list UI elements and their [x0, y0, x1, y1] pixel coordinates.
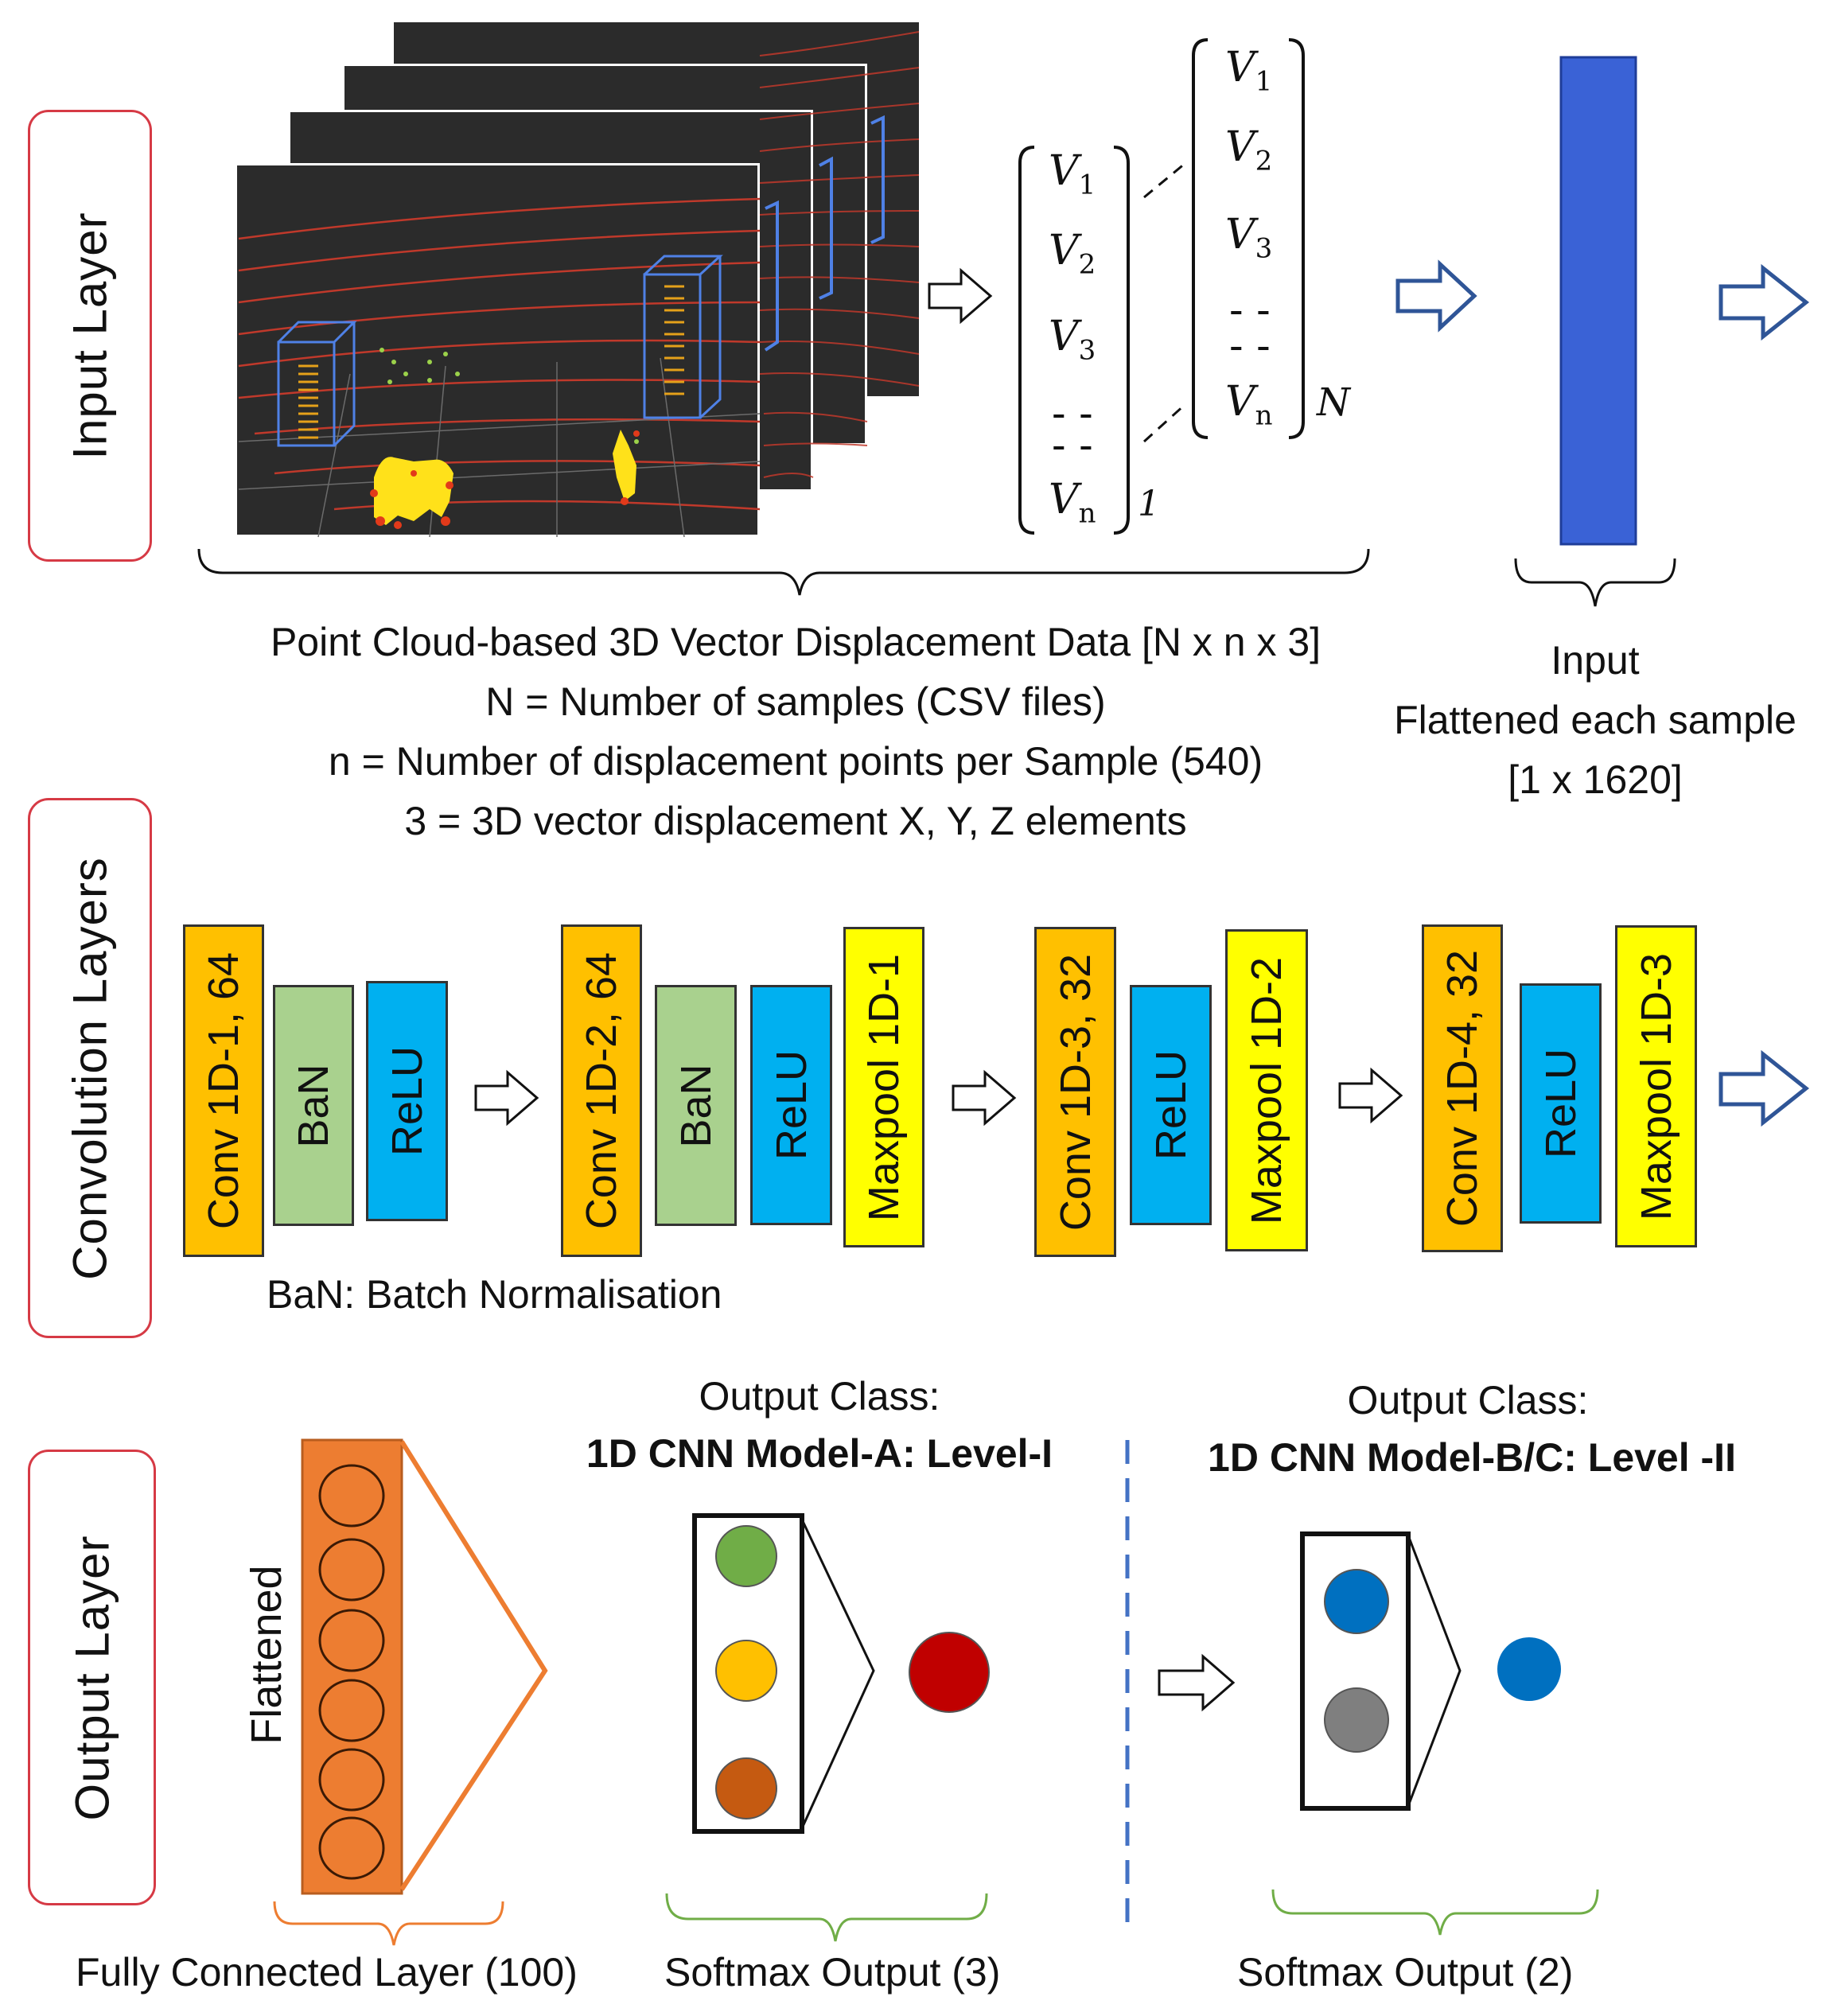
- vector-n-v1: V1: [1225, 44, 1273, 98]
- blue-arrow-icon: [1718, 263, 1810, 341]
- flatten-caption-line-1: Input: [1551, 638, 1640, 683]
- batchnorm-note: BaN: Batch Normalisation: [267, 1272, 722, 1317]
- vector-1-vn: Vn: [1049, 476, 1096, 530]
- blue-output-dot: [1497, 1637, 1561, 1701]
- relu-2-block: ReLU: [750, 985, 832, 1225]
- flattened-input-bar: [1559, 56, 1637, 546]
- point-cloud-frame-1: [235, 163, 760, 537]
- vector-n-vn: Vn: [1225, 378, 1273, 432]
- flatten-caption: Input Flattened each sample [1 x 1620]: [1353, 631, 1838, 810]
- fully-connected-caption: Fully Connected Layer (100): [76, 1950, 578, 1995]
- vector-n-dots-2: - -: [1229, 322, 1271, 370]
- batchnorm-1-block: BaN: [273, 985, 354, 1226]
- hollow-arrow-icon: [928, 267, 993, 325]
- red-output-dot: [909, 1632, 990, 1713]
- model-b-title: Output Class:: [1347, 1378, 1589, 1422]
- maxpool1d-1-block: Maxpool 1D-1: [843, 927, 924, 1247]
- input-caption-line-4: 3 = 3D vector displacement X, Y, Z eleme…: [404, 799, 1187, 843]
- fully-connected-block: [301, 1438, 403, 1895]
- blue-class-dot: [1324, 1569, 1389, 1634]
- softmax-2-caption: Softmax Output (2): [1237, 1950, 1574, 1995]
- input-caption: Point Cloud-based 3D Vector Displacement…: [203, 613, 1388, 851]
- vector-n-dots: - -: [1229, 286, 1271, 334]
- blue-arrow-icon: [1718, 1049, 1810, 1127]
- gray-class-dot: [1324, 1687, 1389, 1753]
- model-b-name: 1D CNN Model-B/C: Level -II: [1208, 1435, 1736, 1480]
- model-a-title: Output Class:: [699, 1374, 940, 1419]
- softmax-3-caption: Softmax Output (3): [664, 1950, 1001, 1995]
- model-a-name: 1D CNN Model-A: Level-I: [586, 1431, 1053, 1476]
- input-layer-label: Input Layer: [28, 110, 152, 562]
- vector-n-v3: V3: [1225, 211, 1273, 265]
- conv1d-4-block: Conv 1D-4, 32: [1422, 924, 1503, 1252]
- vector-1-v3: V3: [1049, 313, 1096, 367]
- vector-1-v2: V2: [1049, 227, 1096, 281]
- input-caption-line-3: n = Number of displacement points per Sa…: [328, 739, 1263, 784]
- conv1d-2-block: Conv 1D-2, 64: [561, 924, 642, 1257]
- flatten-caption-line-3: [1 x 1620]: [1508, 757, 1683, 802]
- hollow-arrow-icon: [1338, 1067, 1403, 1124]
- conv1d-3-block: Conv 1D-3, 32: [1034, 927, 1116, 1257]
- relu-1-block: ReLU: [366, 981, 448, 1221]
- output-layer-label: Output Layer: [28, 1450, 156, 1905]
- relu-3-block: ReLU: [1130, 985, 1212, 1225]
- brown-class-dot: [715, 1757, 777, 1819]
- hollow-arrow-icon: [952, 1069, 1017, 1127]
- vector-1-v1: V1: [1049, 147, 1096, 201]
- vector-index-n: N: [1317, 380, 1350, 425]
- conv1d-1-block: Conv 1D-1, 64: [183, 924, 264, 1257]
- flatten-caption-line-2: Flattened each sample: [1394, 698, 1796, 742]
- yellow-class-dot: [715, 1640, 777, 1702]
- convolution-layers-label: Convolution Layers: [28, 798, 152, 1338]
- maxpool1d-2-block: Maxpool 1D-2: [1225, 929, 1308, 1251]
- batchnorm-2-block: BaN: [655, 985, 737, 1226]
- relu-4-block: ReLU: [1520, 983, 1602, 1224]
- hollow-arrow-icon: [1158, 1653, 1236, 1712]
- vector-1-dots: - -: [1052, 390, 1093, 438]
- vector-n-v2: V2: [1225, 123, 1273, 177]
- maxpool1d-3-block: Maxpool 1D-3: [1615, 925, 1697, 1247]
- hollow-arrow-icon: [474, 1069, 539, 1127]
- blue-arrow-icon: [1395, 259, 1477, 333]
- input-caption-line-1: Point Cloud-based 3D Vector Displacement…: [270, 620, 1321, 664]
- vector-1-dots-2: - -: [1052, 422, 1093, 469]
- input-caption-line-2: N = Number of samples (CSV files): [485, 679, 1106, 724]
- vector-index-1: 1: [1138, 484, 1160, 524]
- green-class-dot: [715, 1525, 777, 1587]
